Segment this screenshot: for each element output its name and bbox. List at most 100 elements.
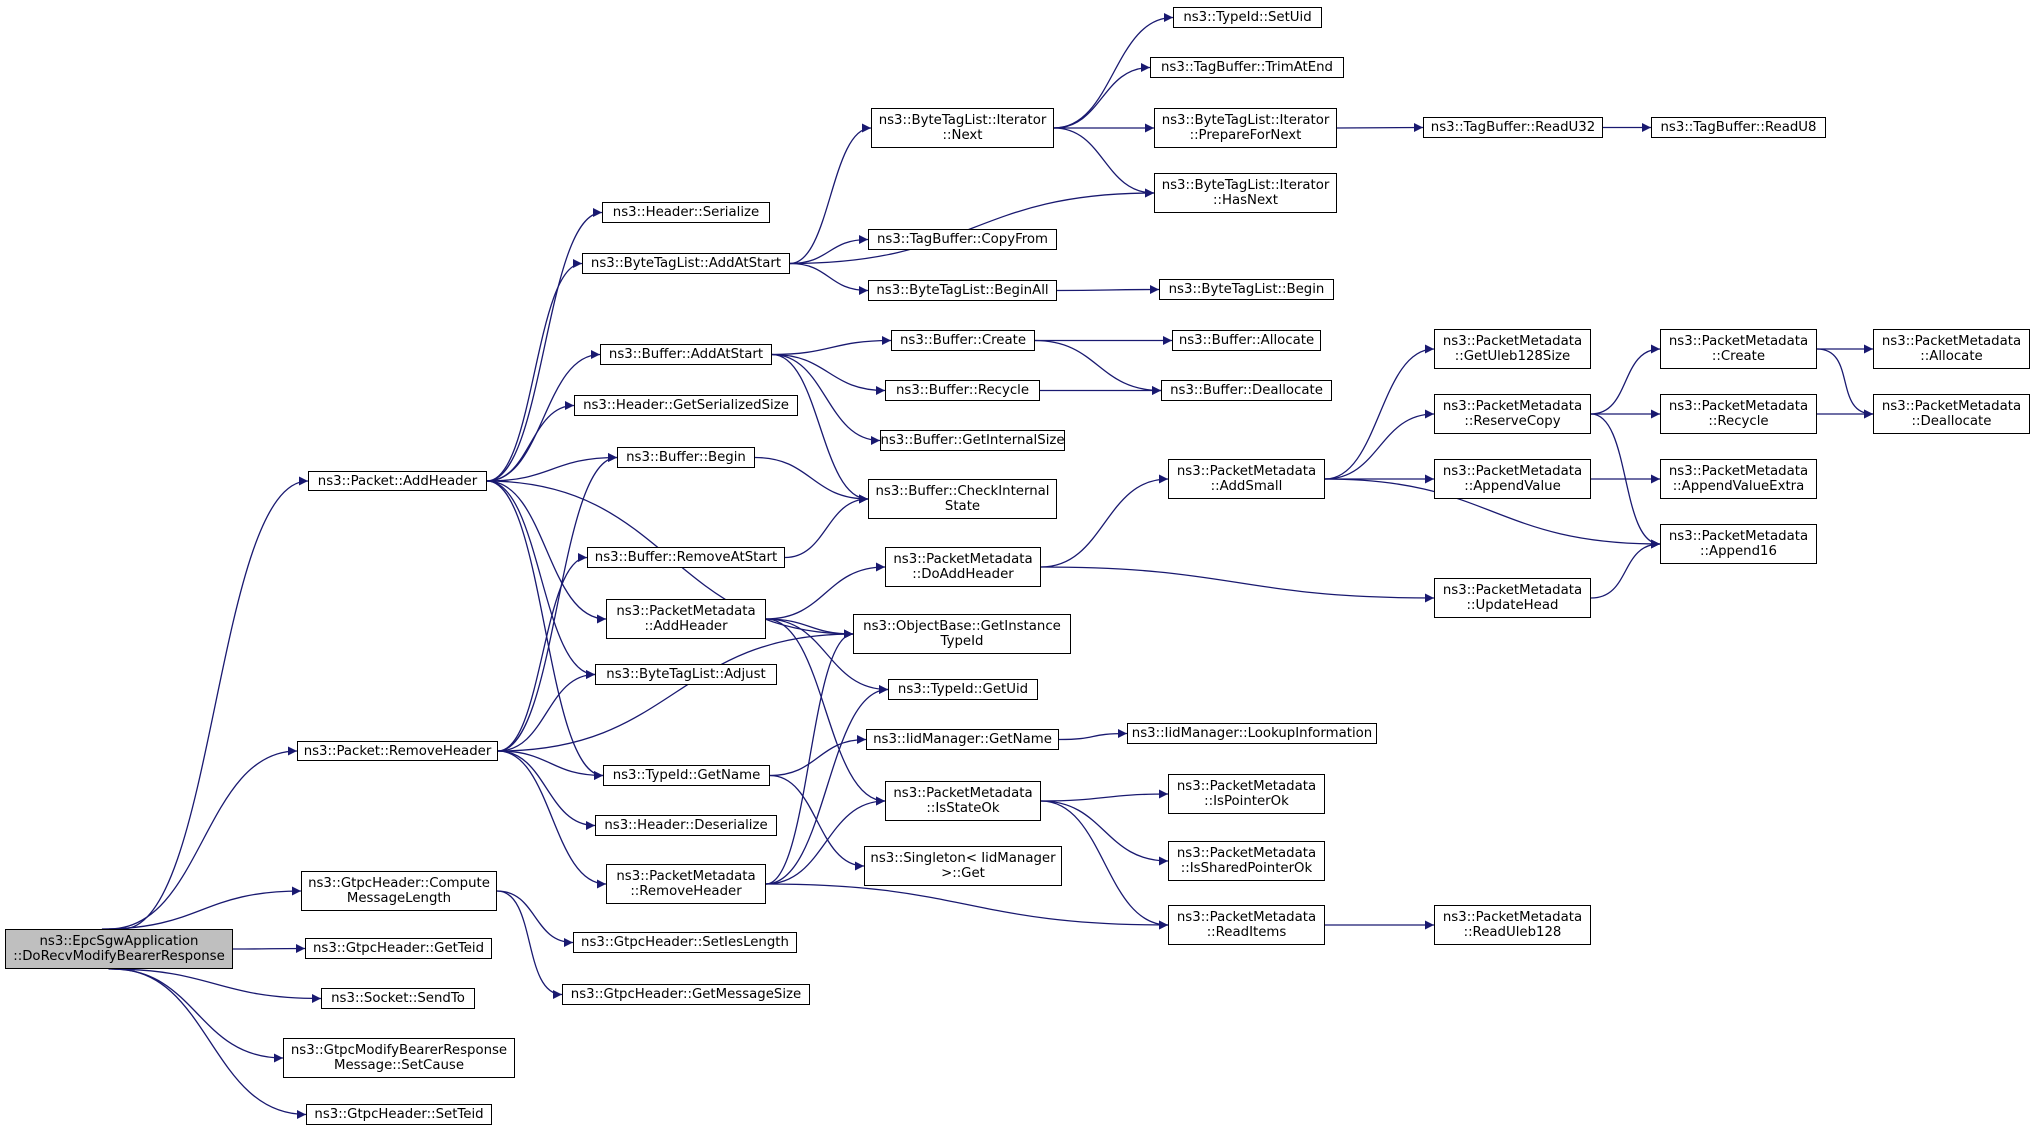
node-p-addheader[interactable]: ns3::Packet::AddHeader (308, 471, 487, 491)
edge-p-addheader-to-hdr-serialize (486, 208, 603, 482)
node-pm-doaddheader[interactable]: ns3::PacketMetadata ::DoAddHeader (885, 547, 1041, 587)
edge-btli-next-to-btli-hasnext (1053, 127, 1155, 198)
node-btl-begin[interactable]: ns3::ByteTagList::Begin (1159, 279, 1334, 300)
node-pm-removeheader[interactable]: ns3::PacketMetadata ::RemoveHeader (606, 864, 766, 904)
node-pm-updatehead[interactable]: ns3::PacketMetadata ::UpdateHead (1434, 578, 1591, 618)
node-pm-deallocate[interactable]: ns3::PacketMetadata ::Deallocate (1873, 394, 2030, 434)
edge-p-removeheader-to-pm-removeheader (497, 750, 607, 889)
node-buf-deallocate[interactable]: ns3::Buffer::Deallocate (1161, 380, 1332, 401)
node-buf-removeatstart[interactable]: ns3::Buffer::RemoveAtStart (587, 547, 785, 568)
node-tb-readu32[interactable]: ns3::TagBuffer::ReadU32 (1423, 117, 1603, 138)
edge-pm-addheader-to-ob-getinstance (765, 618, 854, 639)
edge-buf-addatstart-to-buf-checkinternal (771, 353, 869, 504)
node-pm-issharedok[interactable]: ns3::PacketMetadata ::IsSharedPointerOk (1168, 841, 1325, 881)
edge-btli-prepare-to-tb-readu32 (1336, 123, 1424, 133)
node-pm-getuleb[interactable]: ns3::PacketMetadata ::GetUleb128Size (1434, 329, 1591, 369)
edge-pm-addsmall-to-pm-reservecopy (1324, 409, 1435, 480)
node-gtpc-setieslen[interactable]: ns3::GtpcHeader::SetIesLength (573, 932, 797, 953)
edge-pm-isstateok-to-pm-readitems (1040, 800, 1169, 930)
edge-btl-beginall-to-btl-begin (1056, 285, 1160, 295)
node-pm-readitems[interactable]: ns3::PacketMetadata ::ReadItems (1168, 905, 1325, 945)
node-btl-adjust[interactable]: ns3::ByteTagList::Adjust (595, 664, 777, 685)
node-gtpc-getteid[interactable]: ns3::GtpcHeader::GetTeid (305, 938, 492, 959)
node-hdr-serialize[interactable]: ns3::Header::Serialize (602, 202, 770, 223)
node-buf-checkinternal[interactable]: ns3::Buffer::CheckInternal State (868, 479, 1057, 519)
edge-btl-addatstart-to-btl-beginall (789, 262, 869, 295)
node-pm-ispointerok[interactable]: ns3::PacketMetadata ::IsPointerOk (1168, 774, 1325, 814)
edge-p-addheader-to-typeid-getname (486, 480, 604, 780)
node-btli-prepare[interactable]: ns3::ByteTagList::Iterator ::PrepareForN… (1154, 108, 1337, 148)
node-ob-getinstance[interactable]: ns3::ObjectBase::GetInstance TypeId (853, 614, 1071, 654)
node-iid-getname[interactable]: ns3::IidManager::GetName (866, 729, 1059, 750)
node-pm-isstateok[interactable]: ns3::PacketMetadata ::IsStateOk (885, 781, 1041, 821)
edge-pm-doaddheader-to-pm-updatehead (1040, 566, 1435, 603)
node-pm-recycle[interactable]: ns3::PacketMetadata ::Recycle (1660, 394, 1817, 434)
edge-pm-removeheader-to-typeid-getuid (765, 685, 889, 885)
node-tb-readu8[interactable]: ns3::TagBuffer::ReadU8 (1651, 117, 1826, 138)
edge-root-to-gtpc-setcause (111, 968, 284, 1063)
node-hdr-getsersize[interactable]: ns3::Header::GetSerializedSize (574, 395, 798, 416)
edge-pm-doaddheader-to-pm-addsmall (1040, 474, 1169, 568)
node-gtpc-getmsgsize[interactable]: ns3::GtpcHeader::GetMessageSize (562, 984, 810, 1005)
edge-pm-isstateok-to-pm-issharedok (1040, 800, 1169, 866)
edge-iid-getname-to-iid-lookup (1058, 729, 1128, 741)
node-root: ns3::EpcSgwApplication ::DoRecvModifyBea… (5, 929, 233, 969)
node-pm-addsmall[interactable]: ns3::PacketMetadata ::AddSmall (1168, 459, 1325, 499)
edge-p-addheader-to-btl-adjust (486, 480, 596, 679)
node-singleton-get[interactable]: ns3::Singleton< IidManager >::Get (864, 846, 1062, 886)
edge-btl-addatstart-to-btli-hasnext (789, 188, 1155, 265)
edge-pm-create-to-pm-deallocate (1816, 348, 1874, 419)
node-hdr-deserialize[interactable]: ns3::Header::Deserialize (595, 815, 777, 836)
node-pm-append16[interactable]: ns3::PacketMetadata ::Append16 (1660, 524, 1817, 564)
node-tb-copyfrom[interactable]: ns3::TagBuffer::CopyFrom (868, 229, 1057, 250)
node-tb-trimatend[interactable]: ns3::TagBuffer::TrimAtEnd (1150, 57, 1344, 78)
node-buf-recycle[interactable]: ns3::Buffer::Recycle (885, 380, 1040, 401)
node-pm-allocate[interactable]: ns3::PacketMetadata ::Allocate (1873, 329, 2030, 369)
node-gtpc-setteid[interactable]: ns3::GtpcHeader::SetTeid (306, 1104, 492, 1125)
edge-root-to-p-removeheader (108, 746, 298, 930)
edge-p-removeheader-to-btl-adjust (497, 670, 596, 752)
node-pm-create[interactable]: ns3::PacketMetadata ::Create (1660, 329, 1817, 369)
edge-buf-addatstart-to-buf-getinternalsize (771, 353, 881, 445)
edge-buf-begin-to-buf-checkinternal (754, 456, 869, 504)
node-buf-create[interactable]: ns3::Buffer::Create (891, 330, 1035, 351)
node-btl-beginall[interactable]: ns3::ByteTagList::BeginAll (868, 280, 1057, 301)
node-socket-sendto[interactable]: ns3::Socket::SendTo (321, 988, 475, 1009)
node-pm-appendvalueextra[interactable]: ns3::PacketMetadata ::AppendValueExtra (1660, 459, 1817, 499)
edge-root-to-p-addheader (122, 476, 309, 930)
node-gtpc-compute[interactable]: ns3::GtpcHeader::Compute MessageLength (301, 871, 497, 911)
node-btli-hasnext[interactable]: ns3::ByteTagList::Iterator ::HasNext (1154, 173, 1337, 213)
edge-gtpc-compute-to-gtpc-setieslen (496, 890, 574, 947)
node-pm-addheader[interactable]: ns3::PacketMetadata ::AddHeader (606, 599, 766, 639)
edge-p-removeheader-to-buf-begin (497, 453, 618, 752)
edge-buf-addatstart-to-buf-create (771, 336, 892, 356)
edge-pm-addheader-to-pm-doaddheader (765, 562, 886, 620)
node-pm-reservecopy[interactable]: ns3::PacketMetadata ::ReserveCopy (1434, 394, 1591, 434)
edge-pm-addheader-to-pm-isstateok (765, 618, 886, 806)
node-typeid-getuid[interactable]: ns3::TypeId::GetUid (888, 679, 1038, 700)
node-gtpc-setcause[interactable]: ns3::GtpcModifyBearerResponse Message::S… (283, 1038, 515, 1078)
node-buf-getinternalsize[interactable]: ns3::Buffer::GetInternalSize (880, 430, 1065, 451)
node-btli-next[interactable]: ns3::ByteTagList::Iterator ::Next (871, 108, 1054, 148)
node-buf-addatstart[interactable]: ns3::Buffer::AddAtStart (600, 344, 772, 365)
node-btl-addatstart[interactable]: ns3::ByteTagList::AddAtStart (582, 253, 790, 274)
node-buf-begin[interactable]: ns3::Buffer::Begin (617, 447, 755, 468)
edge-p-removeheader-to-ob-getinstance (497, 629, 854, 752)
node-typeid-getname[interactable]: ns3::TypeId::GetName (603, 765, 770, 786)
node-p-removeheader[interactable]: ns3::Packet::RemoveHeader (297, 741, 498, 761)
edge-root-to-gtpc-setteid (114, 968, 307, 1119)
node-pm-appendvalue[interactable]: ns3::PacketMetadata ::AppendValue (1434, 459, 1591, 499)
node-buf-allocate[interactable]: ns3::Buffer::Allocate (1172, 330, 1321, 351)
node-typeid-setuid[interactable]: ns3::TypeId::SetUid (1173, 7, 1322, 28)
edge-pm-addsmall-to-pm-getuleb (1324, 344, 1435, 480)
edge-pm-isstateok-to-pm-ispointerok (1040, 789, 1169, 802)
edge-btl-addatstart-to-btli-next (789, 123, 872, 265)
edge-btl-addatstart-to-tb-copyfrom (789, 235, 869, 265)
edge-pm-removeheader-to-pm-readitems (765, 883, 1169, 930)
edge-pm-removeheader-to-pm-isstateok (765, 796, 886, 885)
edge-buf-create-to-buf-deallocate (1034, 339, 1162, 395)
node-pm-readuleb[interactable]: ns3::PacketMetadata ::ReadUleb128 (1434, 905, 1591, 945)
node-iid-lookup[interactable]: ns3::IidManager::LookupInformation (1127, 723, 1377, 744)
edge-pm-addheader-to-typeid-getuid (765, 618, 889, 694)
edge-btli-next-to-tb-trimatend (1053, 63, 1151, 129)
